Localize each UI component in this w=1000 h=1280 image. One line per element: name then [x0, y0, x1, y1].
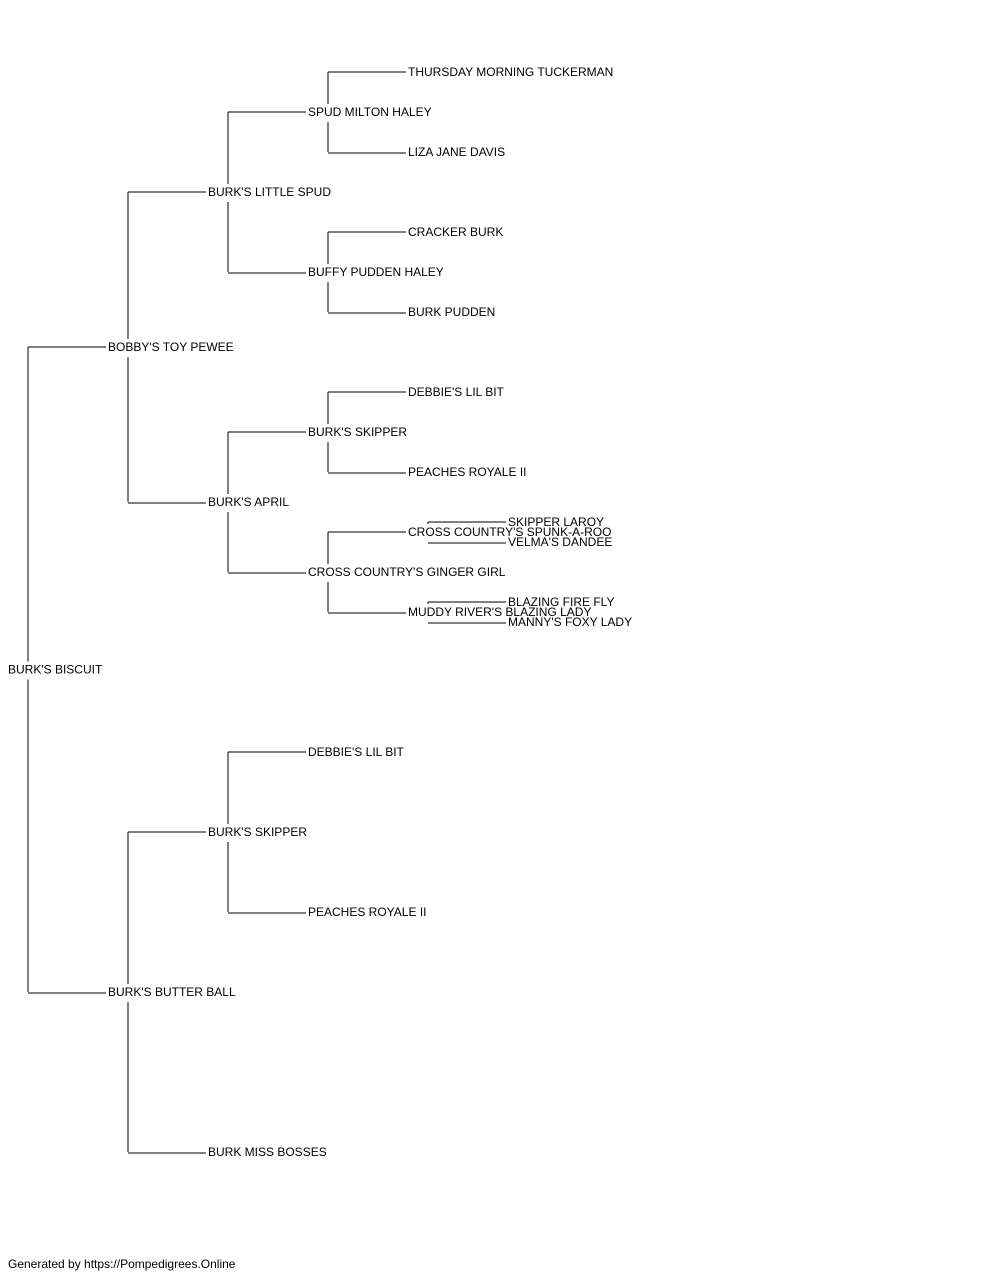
pedigree-chart: THURSDAY MORNING TUCKERMAN LIZA JANE DAVI… — [8, 65, 632, 1159]
pedigree-node-cross-country-s-ginger-girl: CROSS COUNTRY'S GINGER GIRL — [308, 565, 506, 579]
pedigree-node-buffy-pudden-haley: BUFFY PUDDEN HALEY — [308, 265, 444, 279]
pedigree-node-thursday-morning-tuckerman: THURSDAY MORNING TUCKERMAN — [408, 65, 613, 79]
pedigree-node-liza-jane-davis: LIZA JANE DAVIS — [408, 145, 505, 159]
pedigree-node-burk-s-biscuit: BURK'S BISCUIT — [8, 663, 103, 677]
pedigree-node-skipper-laroy: SKIPPER LAROY — [508, 515, 604, 529]
pedigree-node-burk-s-skipper: BURK'S SKIPPER — [208, 825, 307, 839]
pedigree-node-debbie-s-lil-bit: DEBBIE'S LIL BIT — [408, 385, 505, 399]
footer-credit: Generated by https://Pompedigrees.Online — [8, 1257, 236, 1271]
pedigree-node-burk-s-april: BURK'S APRIL — [208, 495, 289, 509]
pedigree-node-burk-pudden: BURK PUDDEN — [408, 305, 495, 319]
pedigree-node-burk-miss-bosses: BURK MISS BOSSES — [208, 1145, 327, 1159]
pedigree-node-burk-s-butter-ball: BURK'S BUTTER BALL — [108, 985, 236, 999]
pedigree-node-peaches-royale-ii: PEACHES ROYALE II — [308, 905, 426, 919]
pedigree-node-debbie-s-lil-bit: DEBBIE'S LIL BIT — [308, 745, 405, 759]
pedigree-node-manny-s-foxy-lady: MANNY'S FOXY LADY — [508, 615, 632, 629]
pedigree-node-bobby-s-toy-pewee: BOBBY'S TOY PEWEE — [108, 340, 234, 354]
pedigree-node-velma-s-dandee: VELMA'S DANDEE — [508, 535, 612, 549]
pedigree-node-spud-milton-haley: SPUD MILTON HALEY — [308, 105, 432, 119]
pedigree-node-burk-s-skipper: BURK'S SKIPPER — [308, 425, 407, 439]
pedigree-node-cracker-burk: CRACKER BURK — [408, 225, 503, 239]
pedigree-node-cross-country-s-spunk-a-roo: CROSS COUNTRY'S SPUNK-A-ROO — [408, 525, 611, 539]
pedigree-node-muddy-river-s-blazing-lady: MUDDY RIVER'S BLAZING LADY — [408, 605, 591, 619]
pedigree-node-burk-s-little-spud: BURK'S LITTLE SPUD — [208, 185, 331, 199]
pedigree-node-blazing-fire-fly: BLAZING FIRE FLY — [508, 595, 614, 609]
pedigree-node-peaches-royale-ii: PEACHES ROYALE II — [408, 465, 526, 479]
